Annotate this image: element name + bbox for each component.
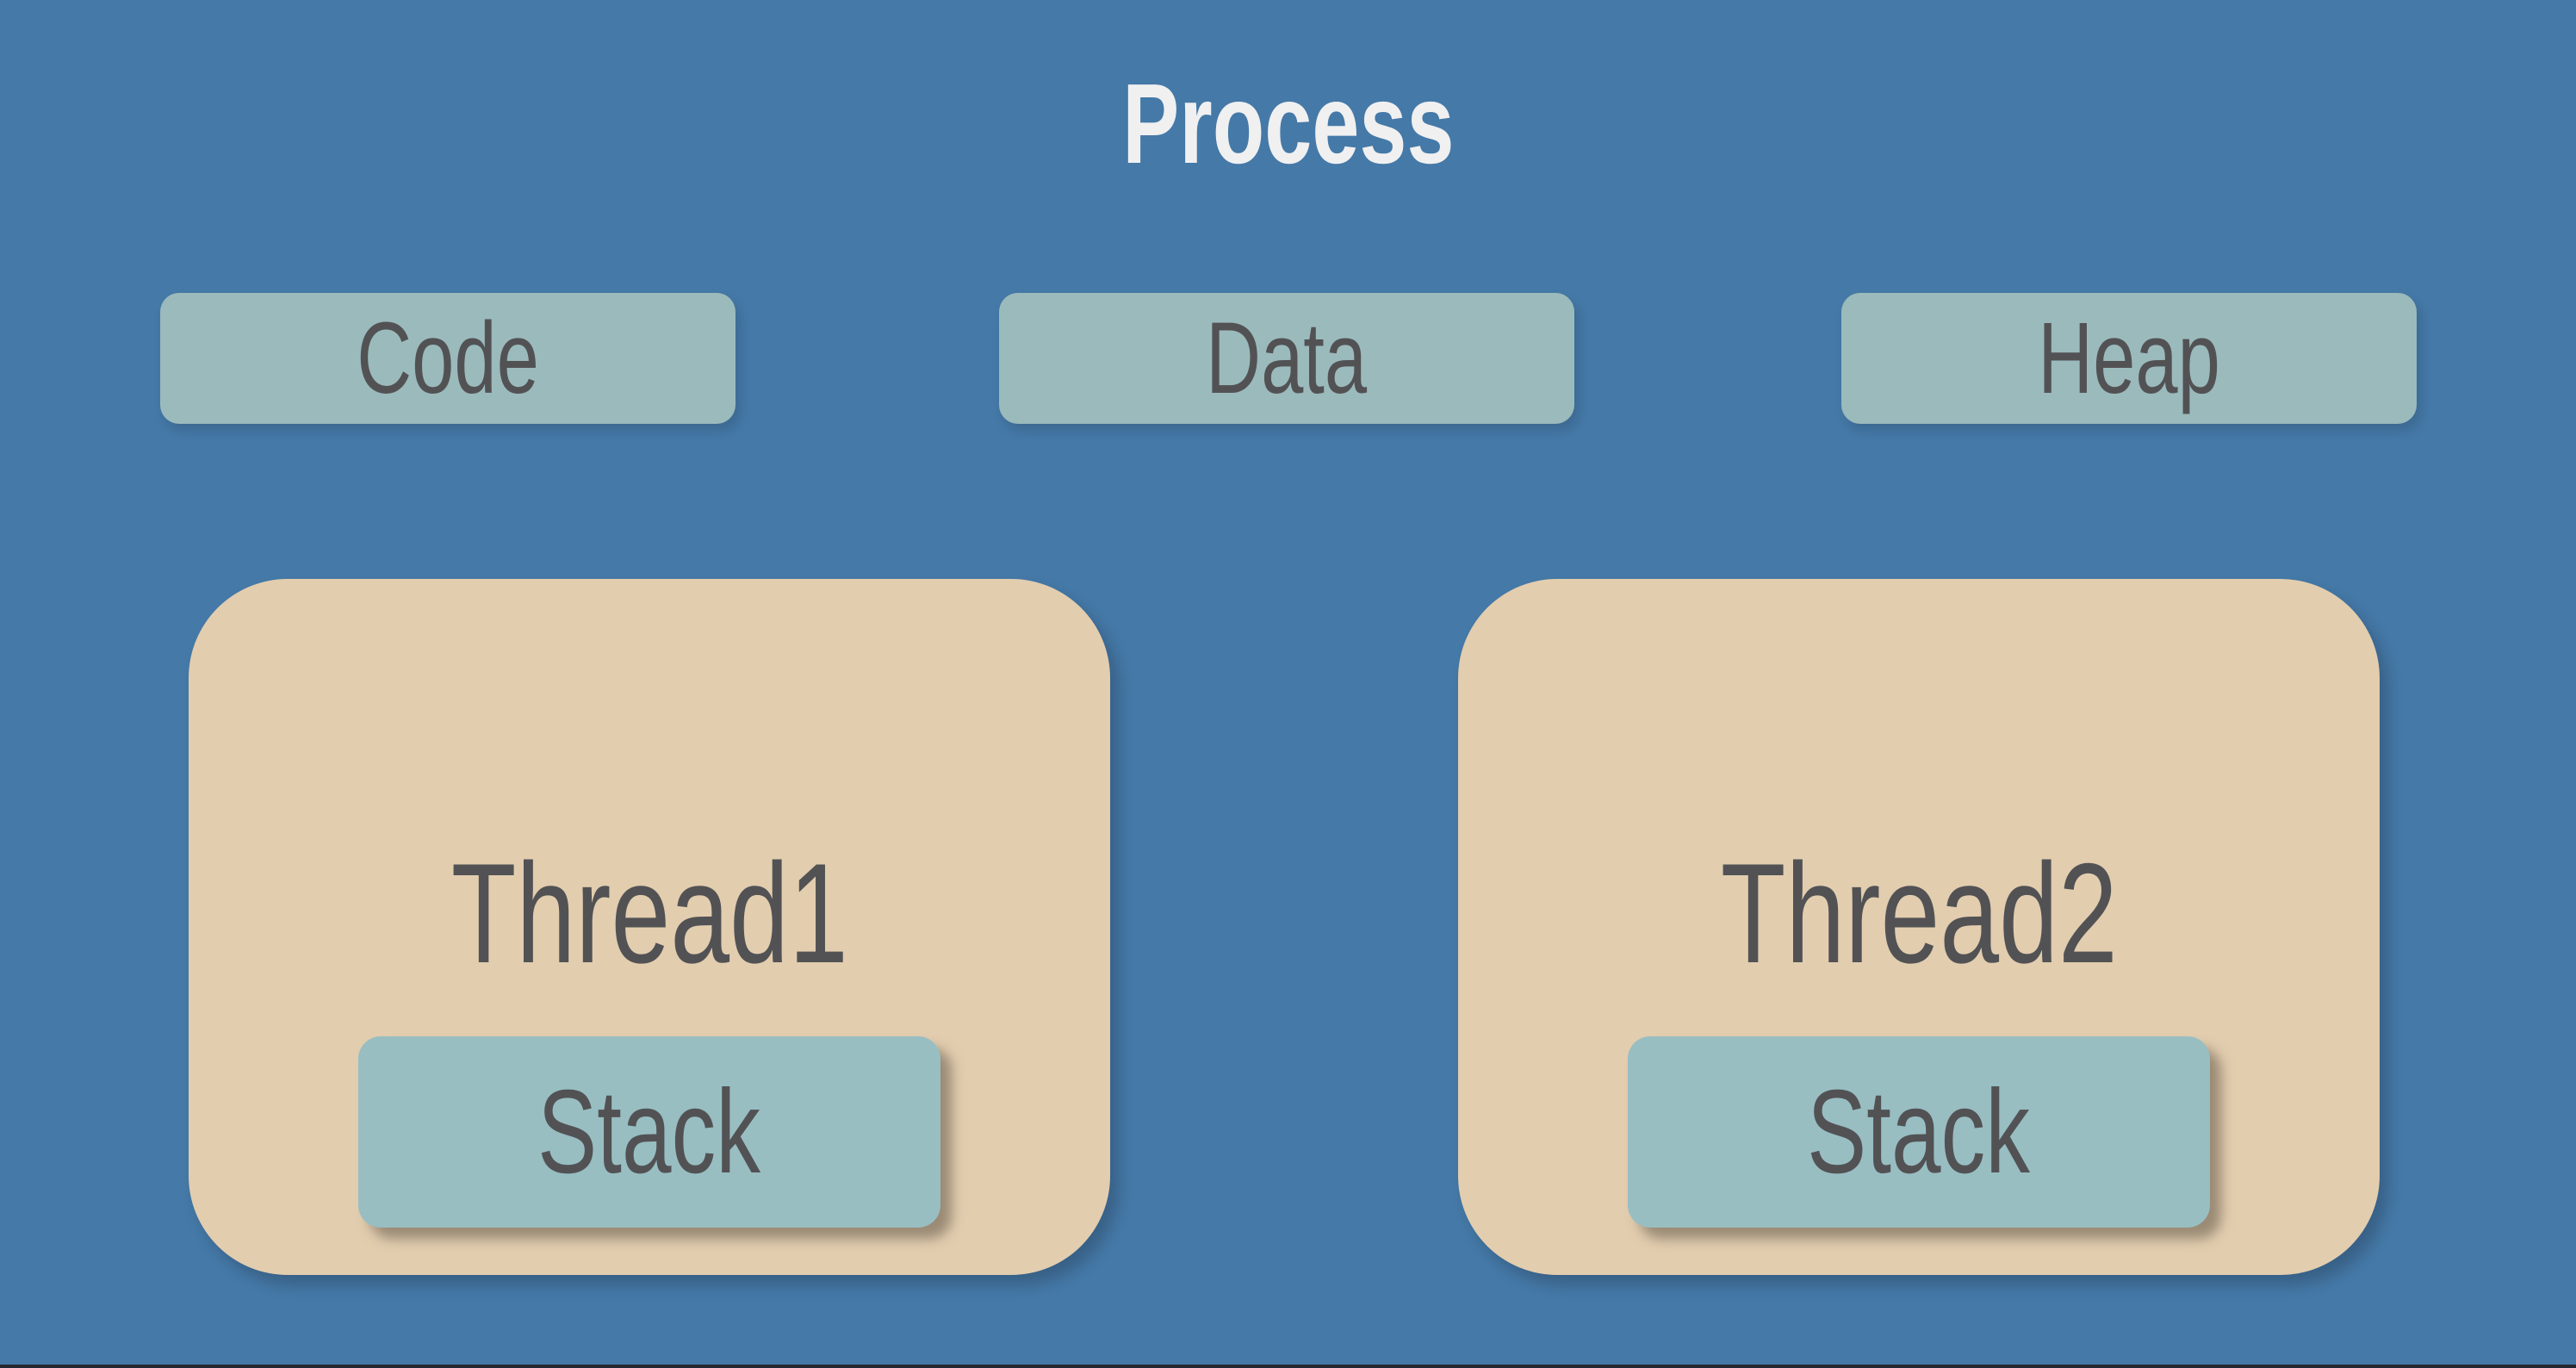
page-title-row: Process [0, 67, 2576, 181]
thread-label-row: Thread2 [1458, 843, 2380, 985]
stack-label-thread-1: Stack [537, 1065, 761, 1198]
thread-label-row: Thread1 [189, 843, 1110, 985]
segment-box-code: Code [160, 293, 736, 424]
segment-label-heap: Heap [2038, 302, 2220, 415]
segment-label-data: Data [1206, 302, 1368, 415]
thread-label-2: Thread2 [1720, 834, 2118, 992]
page-title: Process [1121, 60, 1455, 187]
thread-box-2: Thread2 Stack [1458, 579, 2380, 1275]
stack-label-thread-2: Stack [1807, 1065, 2031, 1198]
segment-box-heap: Heap [1841, 293, 2417, 424]
stack-box-thread-2: Stack [1628, 1036, 2210, 1228]
thread-box-1: Thread1 Stack [189, 579, 1110, 1275]
segment-box-data: Data [999, 293, 1574, 424]
stack-box-thread-1: Stack [358, 1036, 940, 1228]
thread-label-1: Thread1 [450, 834, 848, 992]
segment-label-code: Code [357, 302, 539, 415]
bottom-edge-strip [0, 1365, 2576, 1368]
